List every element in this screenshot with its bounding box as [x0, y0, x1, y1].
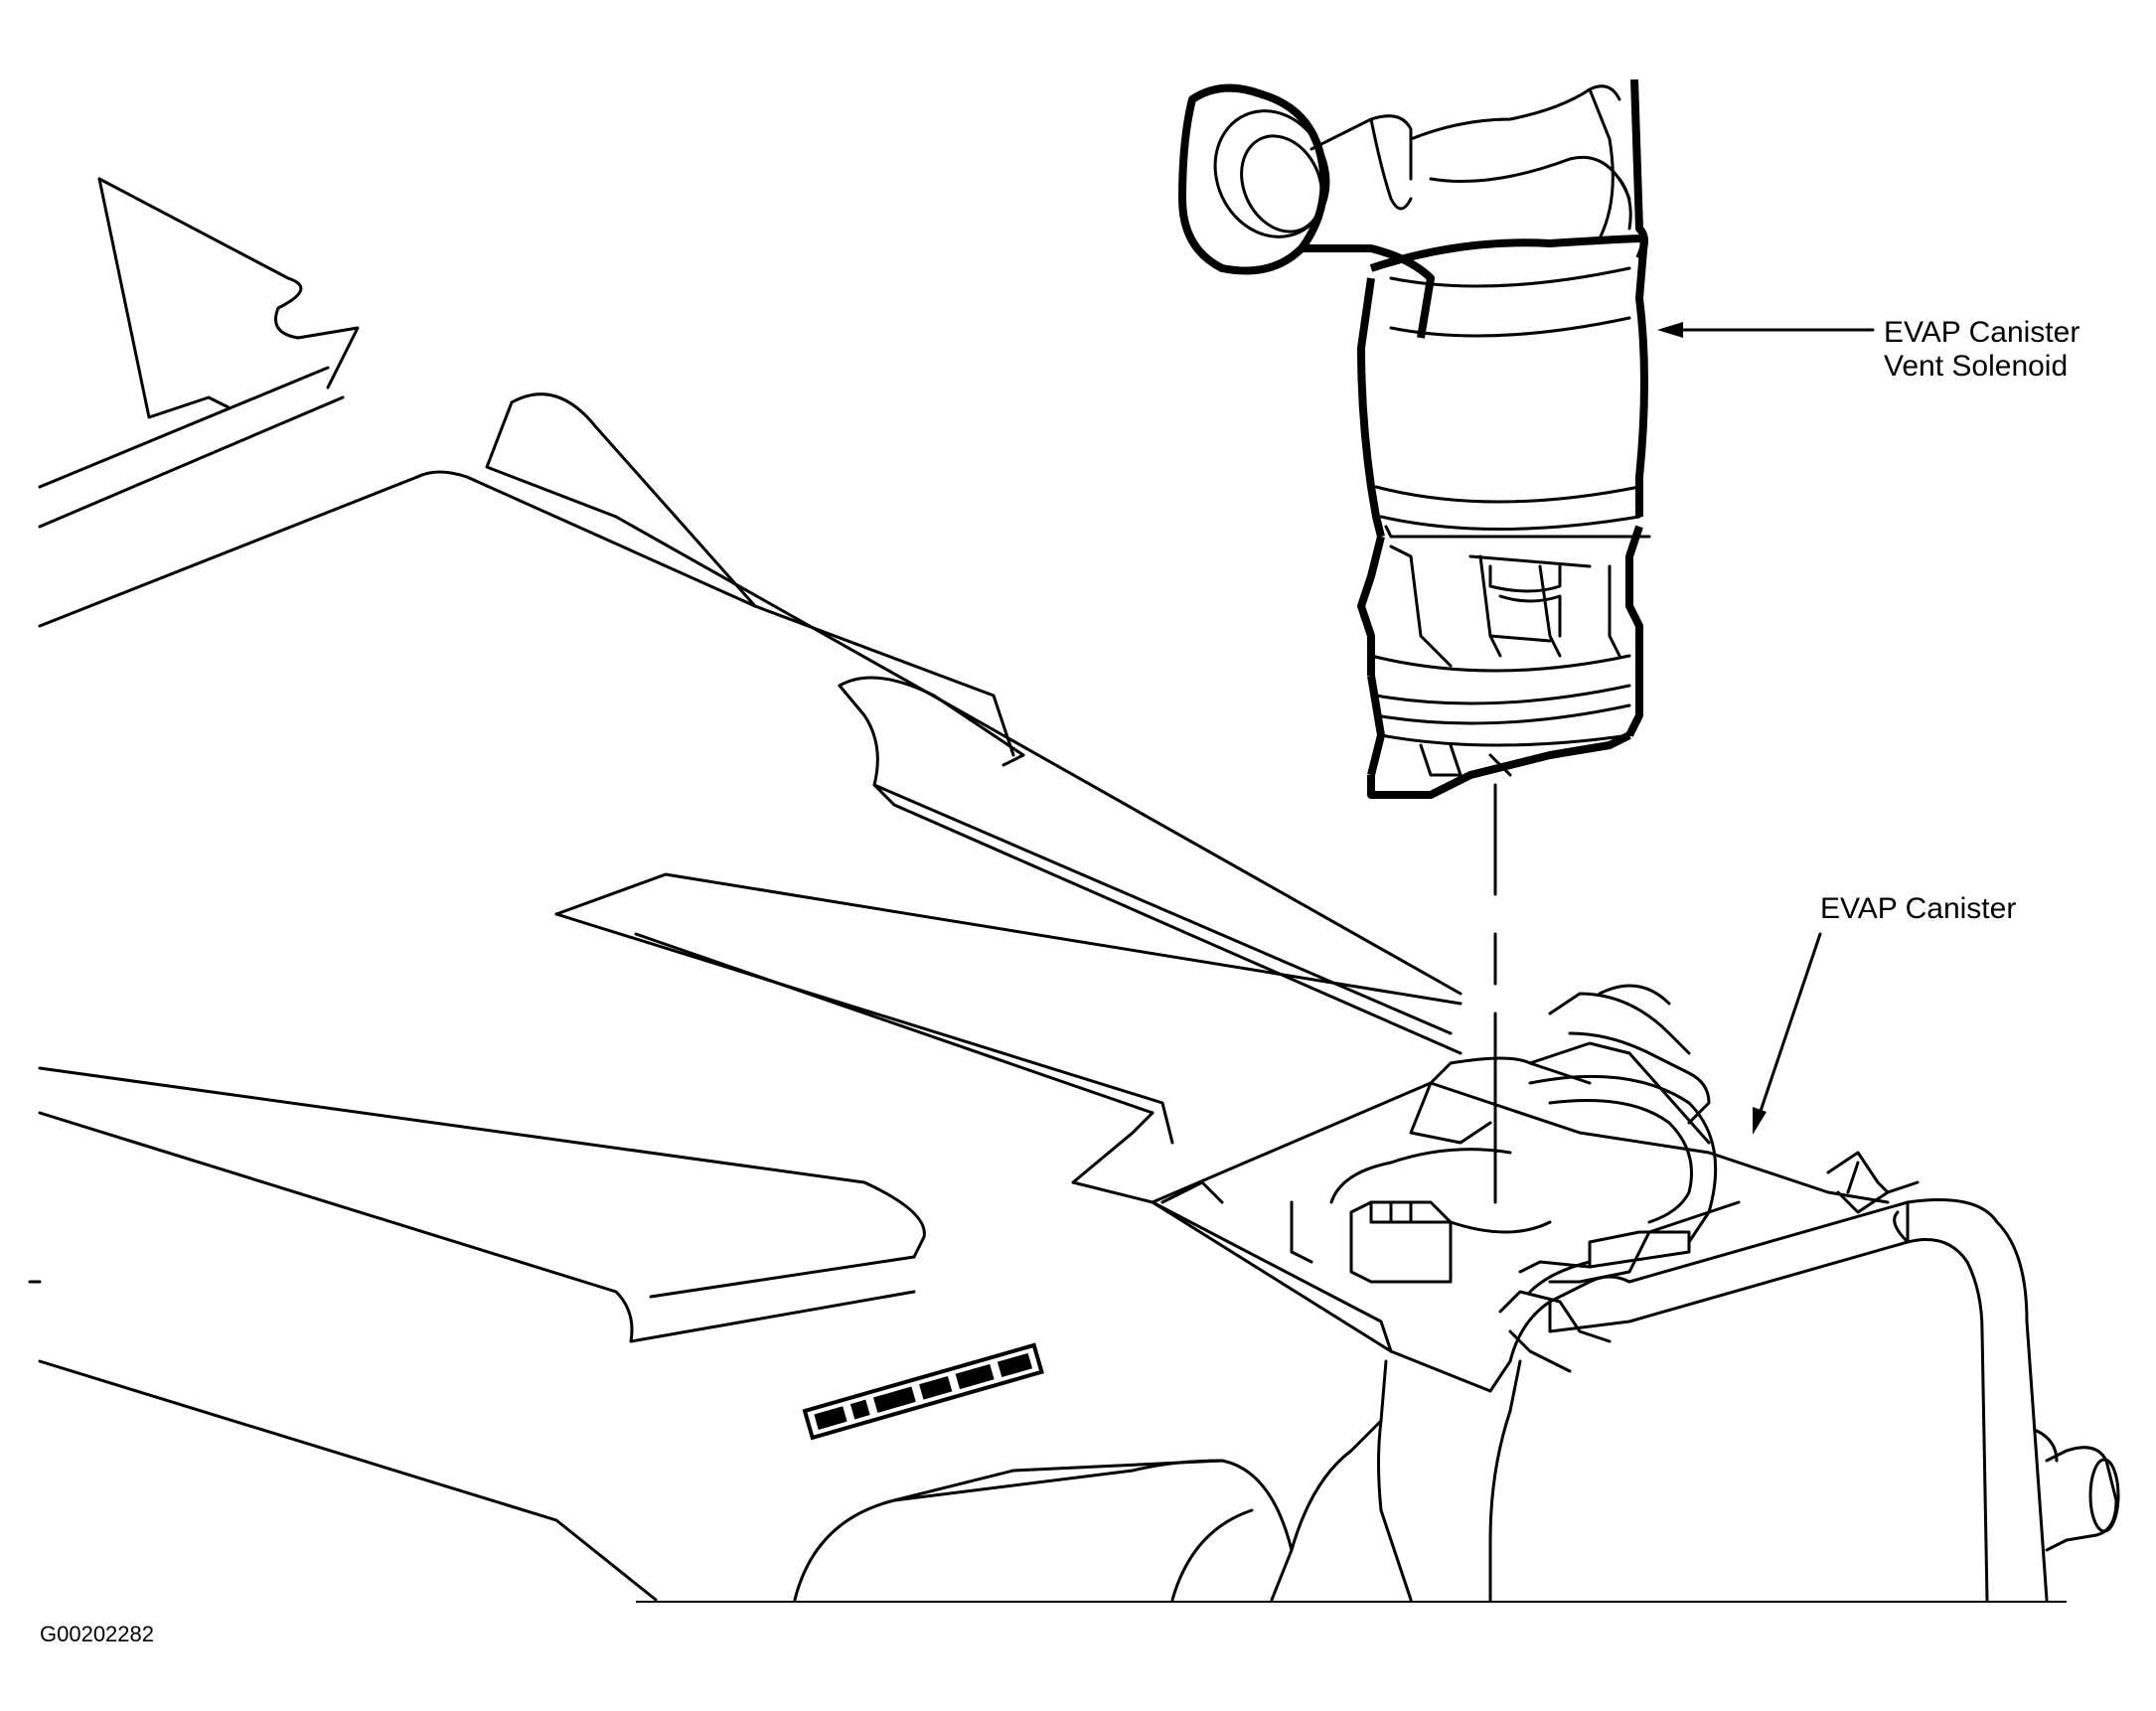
solenoid-label: EVAP Canister Vent Solenoid — [1884, 316, 2079, 384]
delphi-logo — [802, 1342, 1044, 1441]
canister-label: EVAP Canister — [1820, 892, 2017, 925]
evap-canister — [28, 177, 2120, 1602]
leader-line-solenoid — [1657, 322, 1875, 338]
evap-canister-vent-solenoid — [1178, 78, 1651, 799]
solenoid-label-line1: EVAP Canister — [1884, 316, 2080, 349]
solenoid-label-line2: Vent Solenoid — [1884, 350, 2069, 383]
leader-line-canister — [1753, 932, 1822, 1135]
figure-code: G00202282 — [40, 1622, 154, 1646]
